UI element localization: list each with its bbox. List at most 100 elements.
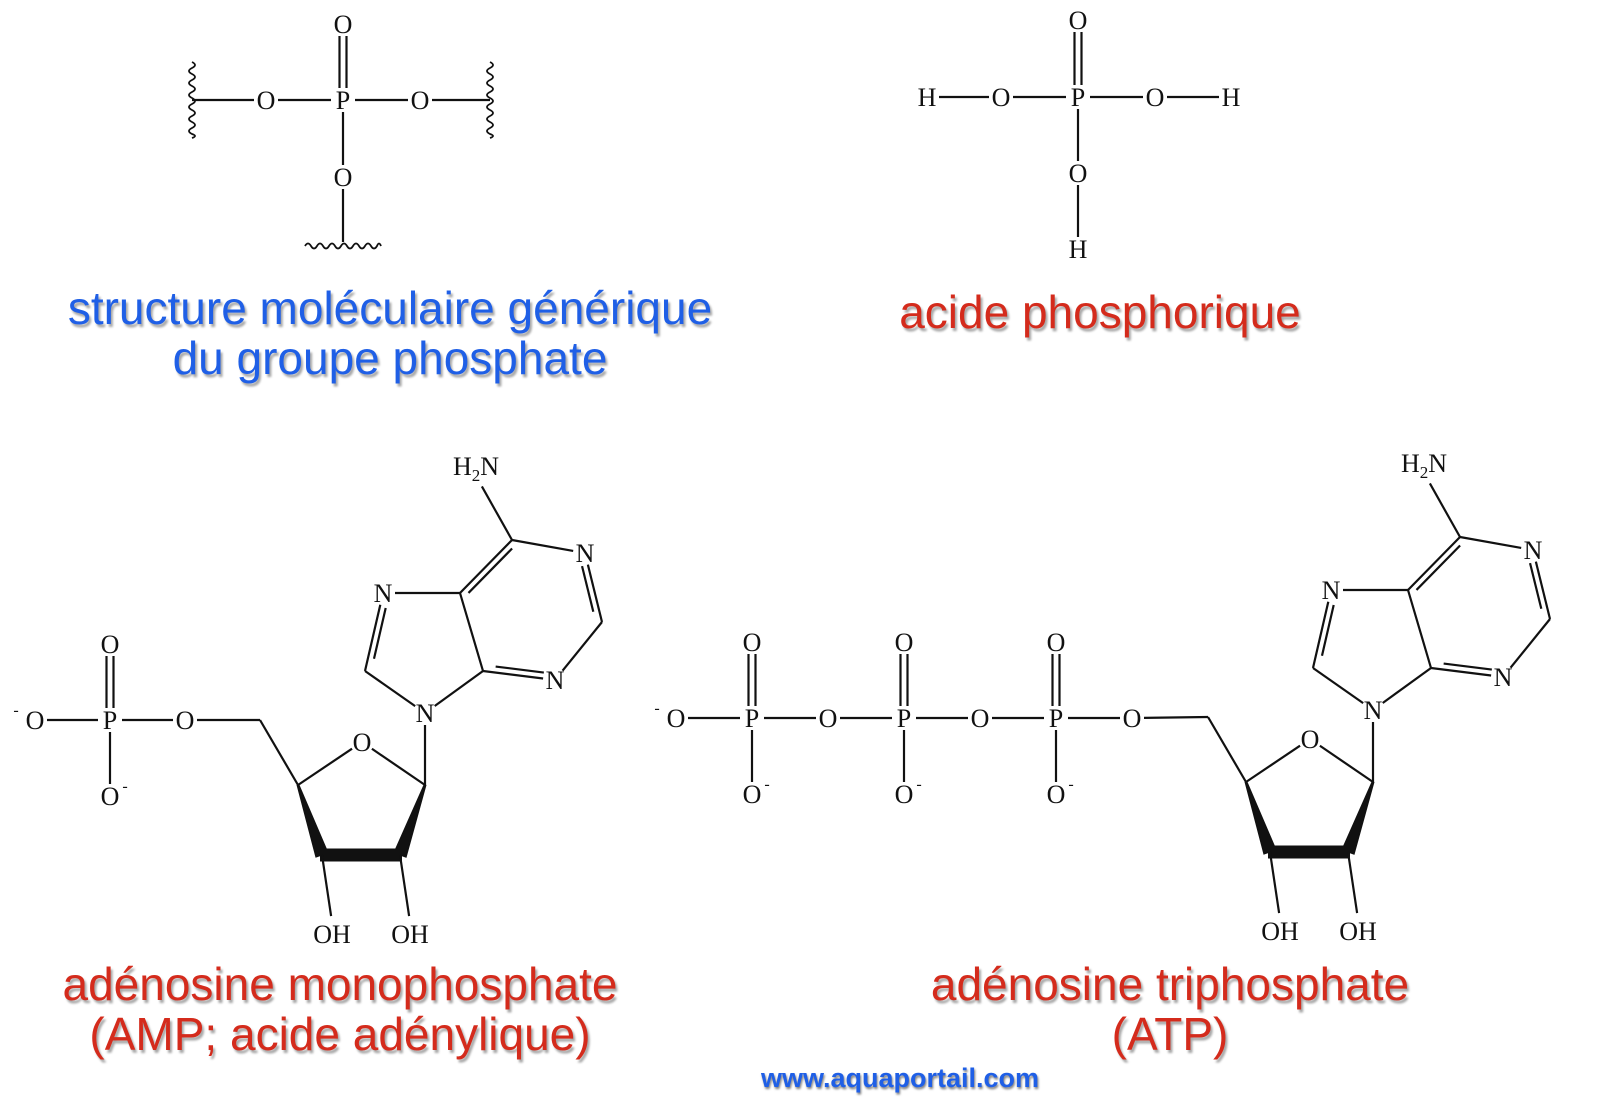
hydrogen-atom: H	[918, 83, 937, 112]
generic-phosphate-structure: P O O O O	[188, 10, 494, 250]
wavy-bond-left	[188, 61, 196, 139]
bond	[1382, 667, 1432, 704]
wedge-bond	[1341, 781, 1375, 855]
nitrogen-atom: N	[546, 666, 565, 695]
negative-charge: -	[13, 702, 18, 719]
hydroxyl-group: OH	[1339, 917, 1377, 946]
bond	[1319, 744, 1374, 783]
negative-charge: -	[654, 700, 659, 717]
hydroxyl-group: OH	[313, 920, 351, 949]
nitrogen-atom: N	[1322, 576, 1341, 605]
oxygen-atom: O	[1069, 159, 1088, 188]
caption-atp: adénosine triphosphate (ATP)	[860, 959, 1480, 1059]
oxygen-atom: O	[411, 86, 430, 115]
oxygen-atom: O	[971, 704, 990, 733]
wedge-bond	[393, 784, 427, 858]
oxygen-atom: O	[334, 163, 353, 192]
oxygen-atom: O	[1069, 6, 1088, 35]
oxygen-anion: O	[895, 780, 914, 809]
negative-charge: -	[1068, 776, 1073, 793]
phosphorus-atom: P	[745, 704, 759, 733]
phosphorus-atom: P	[103, 706, 117, 735]
oxygen-anion: O	[667, 704, 686, 733]
wavy-bond-right	[486, 61, 494, 139]
bond	[434, 670, 484, 707]
caption-phosphoric-acid: acide phosphorique	[840, 287, 1360, 337]
bond	[1428, 482, 1461, 538]
aromatic-inner-bond	[1415, 544, 1461, 591]
caption-generic-phosphate: structure moléculaire générique du group…	[0, 283, 780, 383]
caption-phosphoric-acid-line1: acide phosphorique	[899, 286, 1301, 338]
bond	[458, 592, 485, 672]
negative-charge: -	[764, 776, 769, 793]
hydrogen-atom: H	[1069, 235, 1088, 264]
bond	[259, 719, 299, 786]
bond	[363, 604, 382, 672]
phosphorus-atom: P	[1049, 704, 1063, 733]
aromatic-inner-bond	[1443, 662, 1492, 671]
wedge-bond	[296, 784, 329, 858]
aromatic-inner-bond	[467, 547, 513, 594]
aromatic-inner-bond	[372, 607, 387, 659]
single-bond	[1143, 715, 1209, 719]
oxygen-atom: O	[743, 628, 762, 657]
bond	[1406, 589, 1433, 669]
oxygen-atom: O	[1146, 83, 1165, 112]
nitrogen-atom: N	[1364, 696, 1383, 725]
bond	[1509, 618, 1551, 669]
phosphorus-atom: P	[1071, 83, 1085, 112]
caption-amp: adénosine monophosphate (AMP; acide adén…	[0, 959, 680, 1059]
oxygen-atom: O	[176, 706, 195, 735]
ring-oxygen-atom: O	[353, 728, 372, 757]
aromatic-inner-bond	[580, 565, 595, 613]
nitrogen-atom: N	[576, 539, 595, 568]
bond	[1245, 744, 1301, 783]
aromatic-inner-bond	[1528, 562, 1543, 610]
oxygen-anion: O	[743, 780, 762, 809]
bond	[561, 621, 603, 672]
negative-charge: -	[916, 776, 921, 793]
bond	[1407, 536, 1461, 591]
bond	[511, 538, 574, 552]
bond	[1207, 716, 1247, 783]
hydroxyl-group: OH	[1261, 917, 1299, 946]
negative-charge: -	[122, 778, 127, 795]
amine-group: H2N	[453, 452, 499, 485]
nitrogen-atom: N	[1494, 663, 1513, 692]
phosphorus-atom: P	[336, 86, 350, 115]
aromatic-inner-bond	[495, 665, 544, 674]
bond	[586, 564, 604, 623]
oxygen-atom: O	[1047, 628, 1066, 657]
bond	[1312, 667, 1364, 705]
oxygen-anion: O	[101, 782, 120, 811]
bond	[1346, 851, 1359, 914]
nitrogen-atom: N	[416, 699, 435, 728]
bond	[482, 669, 544, 680]
bond	[398, 854, 411, 917]
bond	[371, 747, 426, 786]
bond	[459, 539, 513, 594]
caption-generic-phosphate-line1: structure moléculaire générique	[67, 282, 713, 334]
caption-atp-line1: adénosine triphosphate	[930, 958, 1410, 1010]
oxygen-atom: O	[101, 630, 120, 659]
bond	[480, 485, 513, 541]
oxygen-atom: O	[334, 10, 353, 39]
caption-generic-phosphate-line2: du groupe phosphate	[172, 332, 608, 384]
nitrogen-atom: N	[374, 579, 393, 608]
oxygen-atom: O	[1123, 704, 1142, 733]
oxygen-atom: O	[257, 86, 276, 115]
bond	[1459, 535, 1522, 549]
wedge-bond	[1244, 781, 1277, 855]
bond	[1311, 601, 1330, 669]
ring-oxygen-atom: O	[1301, 725, 1320, 754]
wavy-bond-bottom	[304, 242, 382, 250]
hydroxyl-group: OH	[391, 920, 429, 949]
bond	[297, 747, 353, 786]
amine-group: H2N	[1401, 449, 1447, 482]
oxygen-anion: O	[1047, 780, 1066, 809]
bond	[1534, 561, 1552, 620]
